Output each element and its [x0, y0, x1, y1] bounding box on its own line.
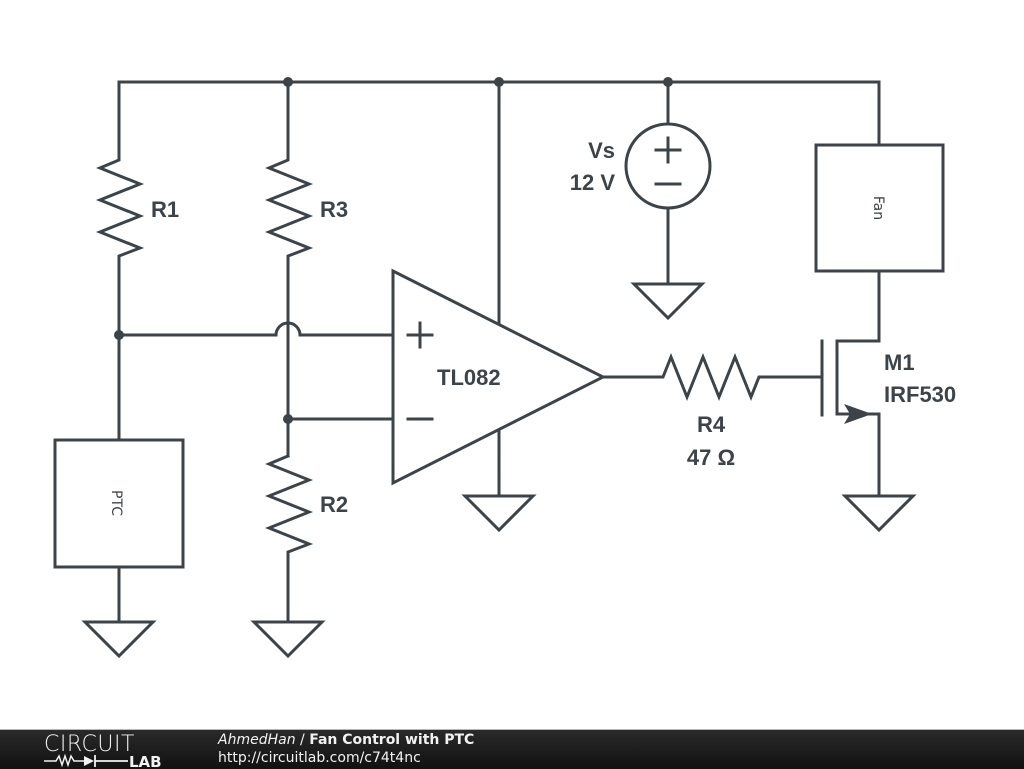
resistor-r1[interactable]: R1: [95, 80, 179, 442]
ptc-label: PTC: [108, 490, 124, 516]
circuit-title: Fan Control with PTC: [309, 732, 475, 748]
noninverting-input-wire: [117, 321, 395, 337]
opamp-label: TL082: [437, 365, 501, 390]
m1-part: IRF530: [884, 382, 956, 407]
circuitlab-logo[interactable]: CIRCUIT LAB: [40, 730, 180, 769]
fan-load[interactable]: Fan: [814, 143, 945, 343]
r4-label: R4: [697, 412, 726, 437]
vs-value: 12 V: [570, 170, 616, 195]
r2-label: R2: [320, 492, 348, 517]
ptc-thermistor[interactable]: PTC: [53, 438, 185, 624]
ground-symbol: [630, 282, 706, 321]
logo-diode-icon: [84, 756, 94, 766]
vs-label: Vs: [588, 138, 615, 163]
footer-bar: CIRCUIT LAB AhmedHan / Fan Control with …: [0, 729, 1024, 769]
m1-label: M1: [884, 350, 915, 375]
resistor-r3[interactable]: R3: [264, 80, 348, 458]
r3-label: R3: [320, 197, 348, 222]
ground-symbol: [250, 620, 326, 659]
voltage-source-vs[interactable]: Vs 12 V: [570, 80, 712, 286]
ground-symbol: [461, 494, 537, 533]
ground-symbol: [81, 620, 157, 659]
r4-value: 47 Ω: [687, 445, 735, 470]
circuit-url[interactable]: http://circuitlab.com/c74t4nc: [218, 750, 421, 766]
title-separator: /: [295, 732, 310, 748]
logo-circuit-text: CIRCUIT: [44, 732, 135, 757]
logo-lab-text: LAB: [129, 753, 162, 769]
logo-resistor-icon: [44, 753, 84, 768]
resistor-r4[interactable]: R4 47 Ω: [601, 352, 823, 470]
supply-rail-wire: [117, 80, 881, 147]
circuit-schematic: R1 PTC R3 R2 TL082: [53, 77, 956, 659]
author-link[interactable]: AhmedHan: [218, 732, 296, 748]
fan-label: Fan: [870, 196, 886, 220]
mosfet-m1[interactable]: M1 IRF530: [820, 339, 956, 498]
ground-symbol: [841, 494, 917, 533]
r1-label: R1: [151, 197, 179, 222]
resistor-r2[interactable]: R2: [264, 454, 348, 624]
